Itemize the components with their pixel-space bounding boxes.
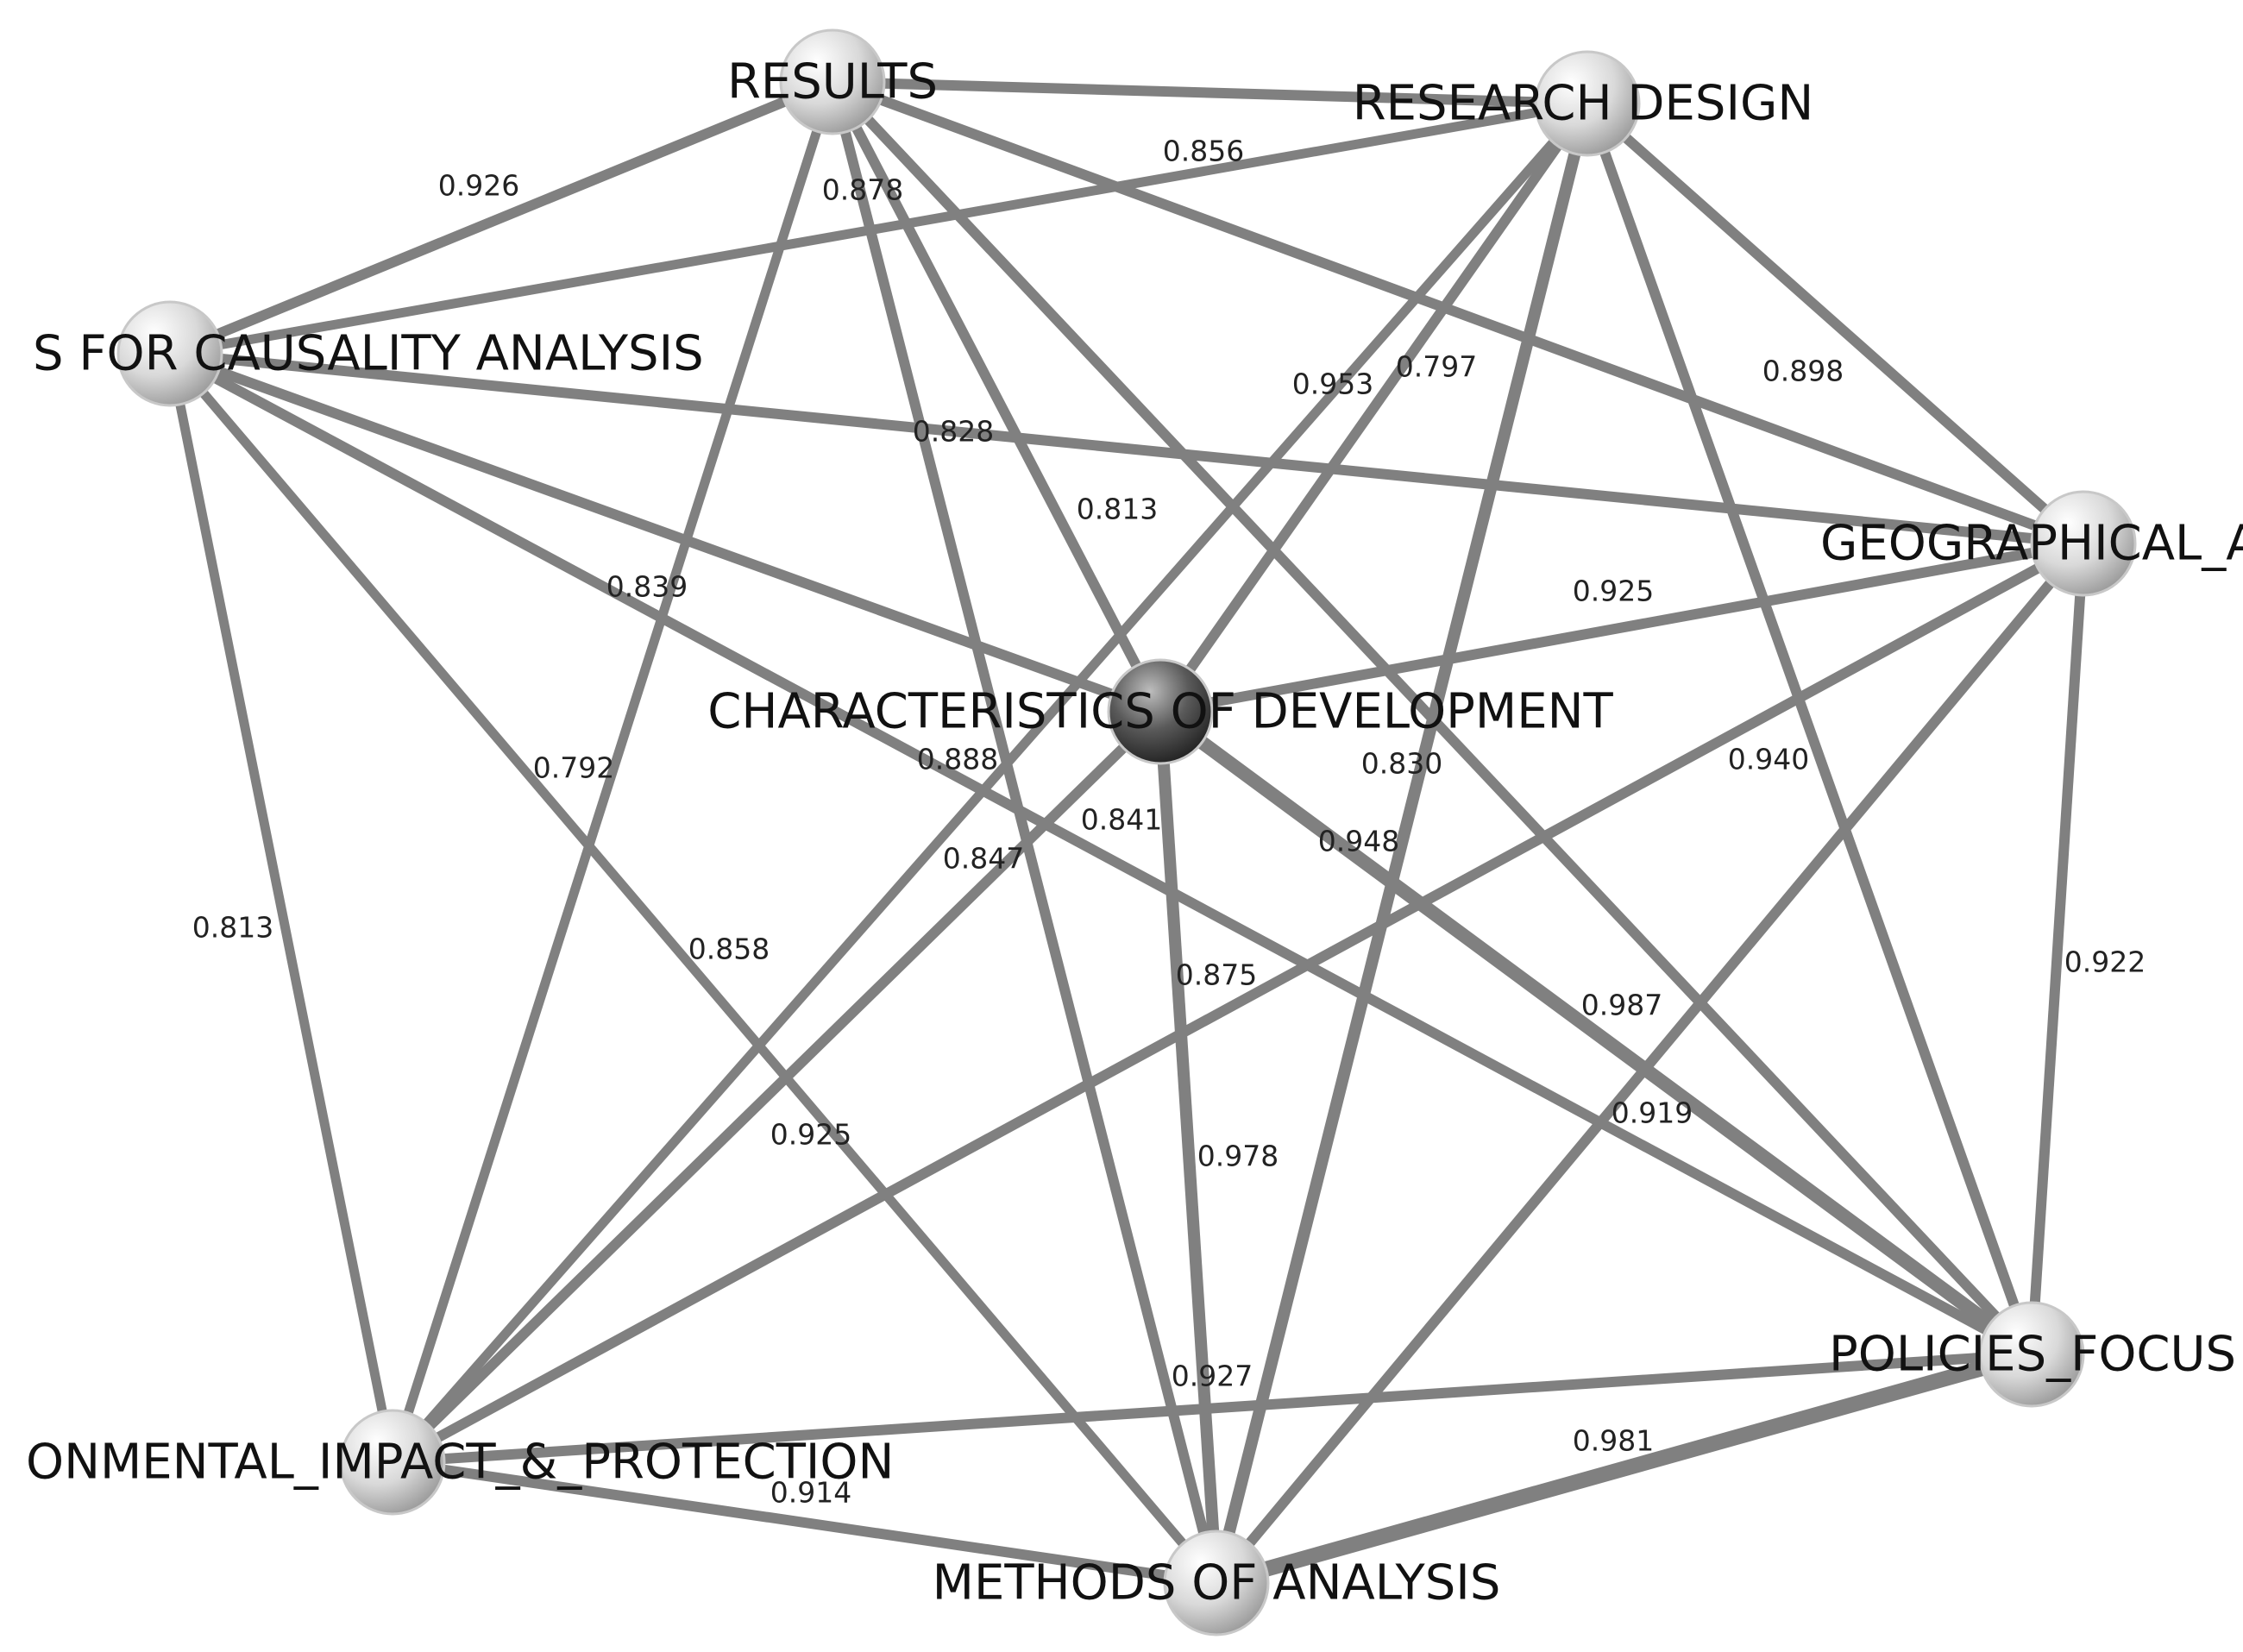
edge-weight-label: 0.978 [1197,1140,1279,1173]
node-results[interactable] [779,28,886,135]
node-label-causality: S FOR CAUSALITY ANALYSIS [33,326,704,382]
edge-weight-label: 0.919 [1612,1096,1693,1130]
edge-weight-label: 0.898 [1762,355,1844,388]
node-environmental[interactable] [339,1409,446,1516]
edge-weight-label: 0.927 [1172,1360,1253,1393]
edge-weight-label: 0.856 [1163,135,1244,168]
edge-labels-layer: 0.926 0.856 0.878 0.828 0.813 0.953 0.797 0.830… [192,135,2146,1510]
edge-weight-label: 0.888 [917,743,998,776]
edge-results-methods [827,80,1222,1585]
nodes-layer [116,28,2137,1636]
edge-characteristics-methods [1154,711,1222,1584]
edge-causality-methods [166,350,1221,1586]
edge-weight-label: 0.922 [2064,945,2146,979]
edge-causality-environmental [165,352,398,1464]
edge-weight-label: 0.813 [192,911,273,945]
node-research-design[interactable] [1534,50,1641,157]
node-label-results: RESULTS [727,54,938,110]
edge-research_design-environmental [388,100,1592,1466]
edge-weight-label: 0.792 [533,751,614,785]
edge-research_design-characteristics [1156,100,1592,715]
edge-weight-label: 0.828 [913,415,994,449]
node-labels-layer: RESULTS RESEARCH DESIGN S FOR CAUSALITY AN… [26,54,2243,1611]
edge-geographical-methods [1212,540,2088,1586]
edge-research_design-policies [1582,101,2037,1357]
edge-environmental-characteristics [388,707,1165,1467]
edge-causality-geographical [169,349,2084,549]
node-label-characteristics: CHARACTERISTICS OF DEVELOPMENT [707,684,1613,740]
edge-environmental-methods [392,1457,1217,1588]
edge-weight-label: 0.925 [1573,575,1654,608]
node-characteristics[interactable] [1107,658,1214,765]
edge-results-research_design [832,77,1588,109]
edge-characteristics-geographical [1159,538,2085,717]
edge-causality-results [167,77,835,359]
edge-weight-label: 0.858 [688,933,770,966]
edge-research_design-methods [1210,102,1593,1585]
edge-weight-label: 0.926 [438,169,519,203]
edge-causality-research_design [169,98,1588,359]
edge-weight-label: 0.875 [1176,958,1257,992]
edge-weight-label: 0.925 [770,1118,851,1152]
node-policies[interactable] [1978,1301,2085,1408]
edge-results-environmental [387,80,838,1464]
node-label-policies: POLICIES_FOCUS [1829,1327,2236,1383]
edge-causality-policies [167,349,2034,1360]
edge-geographical-environmental [390,538,2086,1467]
edge-causality-characteristics [167,349,1163,717]
edge-weight-label: 0.830 [1361,747,1442,781]
edge-weight-label: 0.839 [606,570,688,604]
edge-characteristics-policies [1156,706,2036,1360]
edge-weight-label: 0.797 [1396,350,1477,384]
node-geographical[interactable] [2030,490,2137,597]
node-label-research-design: RESEARCH DESIGN [1353,76,1814,132]
edge-weight-label: 0.914 [770,1476,851,1510]
node-methods[interactable] [1163,1530,1270,1636]
edge-weight-label: 0.987 [1581,989,1662,1022]
edge-weight-label: 0.847 [943,842,1024,876]
edge-weight-label: 0.841 [1081,803,1162,837]
edge-weight-label: 0.813 [1077,493,1158,526]
edge-weight-label: 0.940 [1728,743,1809,776]
edge-weight-label: 0.878 [822,173,903,207]
edges-layer [165,77,2089,1591]
node-causality[interactable] [116,300,223,407]
edge-geographical-policies [2026,543,2089,1355]
edge-research_design-geographical [1584,99,2087,548]
edge-results-geographical [830,77,2086,549]
edge-weight-label: 0.948 [1318,825,1399,858]
edge-results-characteristics [827,79,1165,714]
node-label-methods: METHODS OF ANALYSIS [933,1555,1501,1611]
edge-methods-policies [1214,1347,2034,1591]
edge-weight-label: 0.981 [1573,1424,1654,1458]
node-label-geographical: GEOGRAPHICAL_A [1820,516,2243,572]
edge-weight-label: 0.953 [1292,367,1373,401]
node-label-environmental: ONMENTAL_IMPACT_&_PROTECTION [26,1435,894,1491]
edge-environmental-policies [392,1349,2033,1467]
